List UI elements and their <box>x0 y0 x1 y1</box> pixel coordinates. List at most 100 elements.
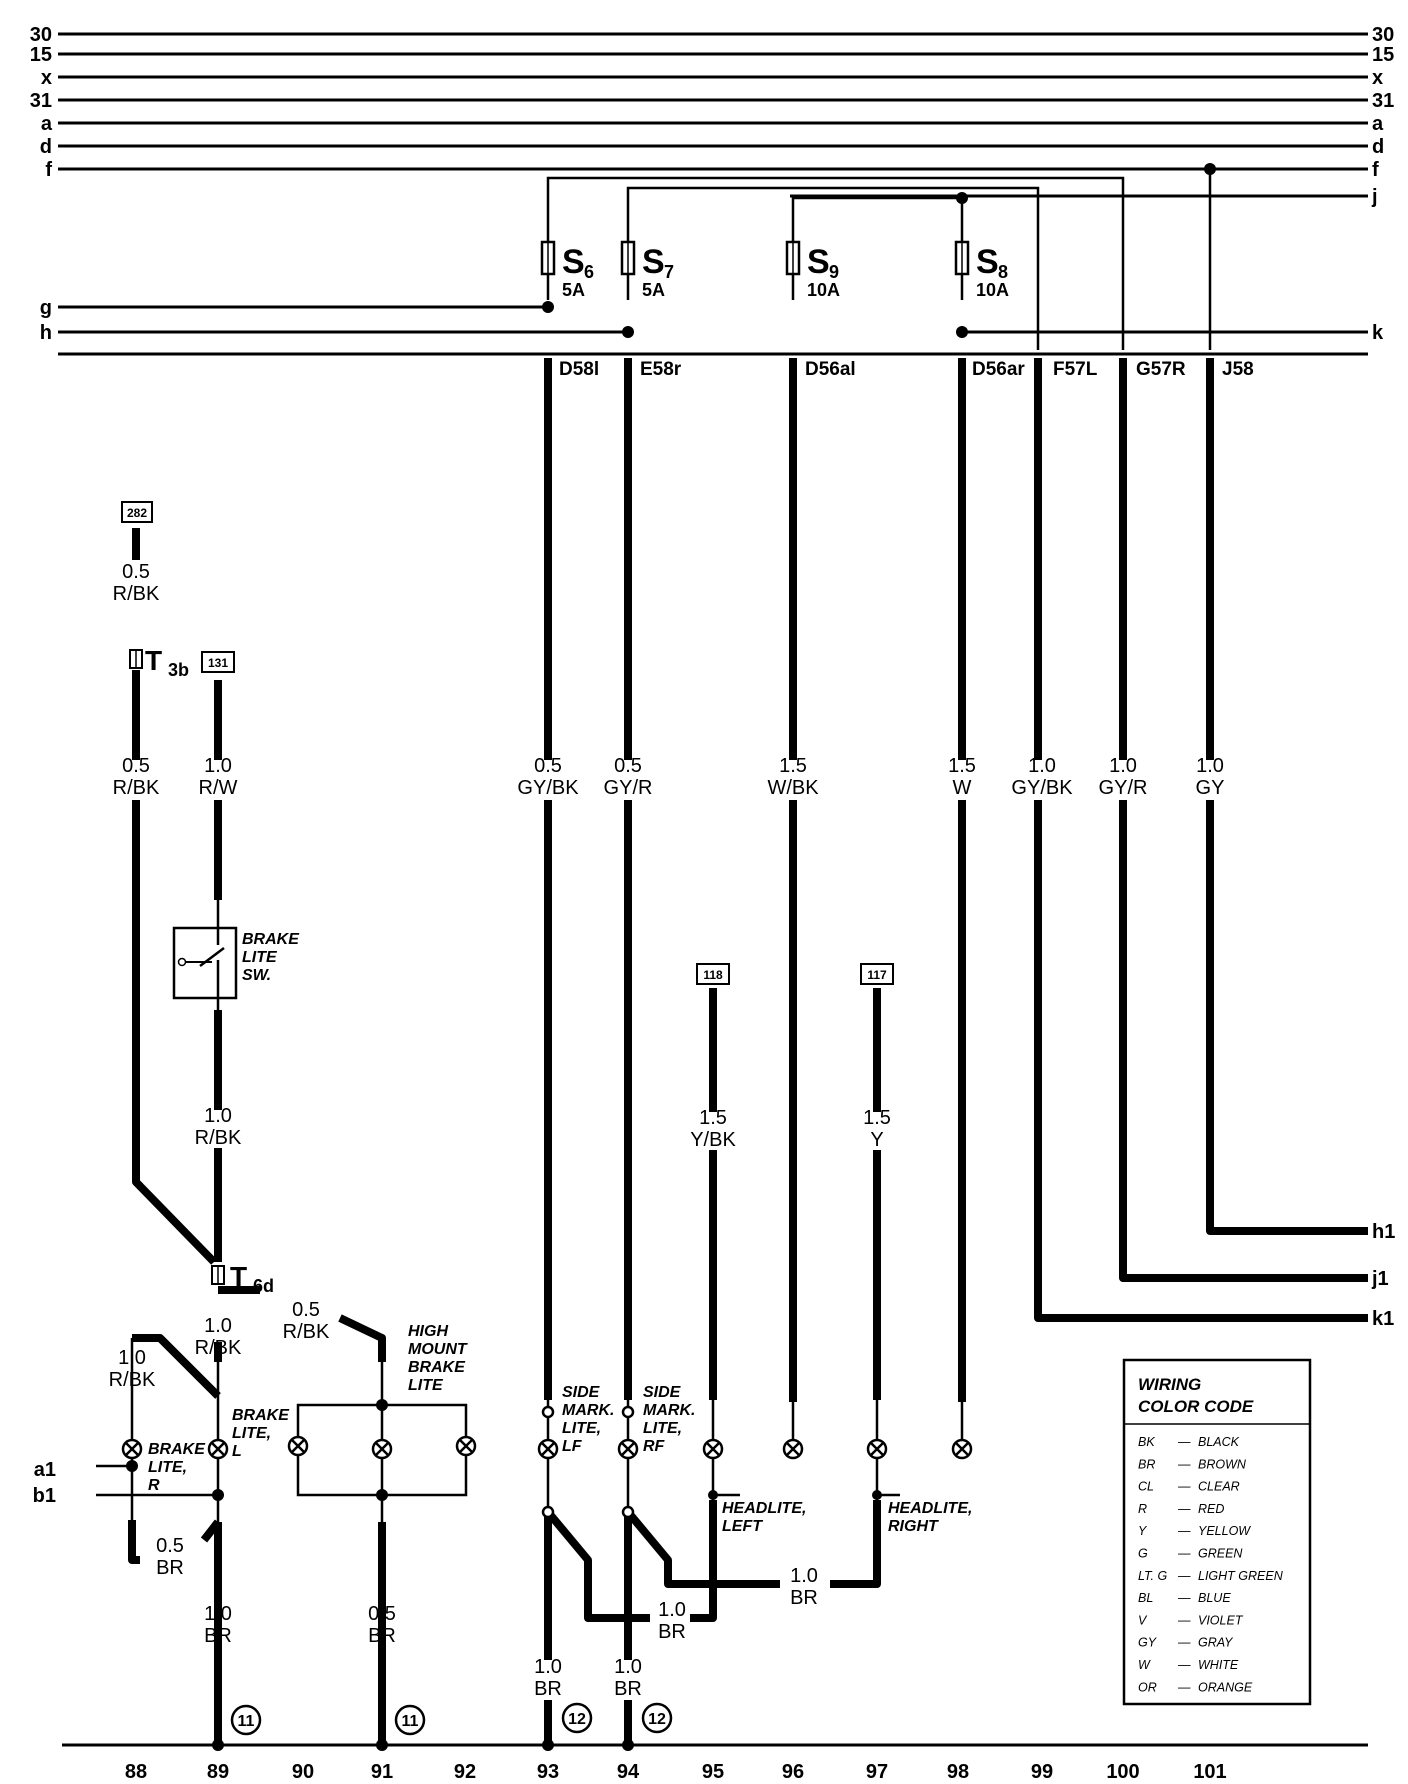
svg-text:1.0: 1.0 <box>204 1105 232 1127</box>
thin-wires <box>96 1338 964 1522</box>
svg-text:Y: Y <box>870 1129 883 1151</box>
junction-dot <box>212 1489 224 1501</box>
label-h: h <box>40 322 52 344</box>
position-number: 97 <box>866 1761 888 1783</box>
junction-dot <box>542 1739 554 1751</box>
svg-text:12: 12 <box>648 1711 666 1728</box>
ground-marker-12: 12 <box>641 1702 673 1734</box>
svg-text:GY: GY <box>1196 777 1225 799</box>
ground-marker-11: 11 <box>230 1704 262 1736</box>
component-labels: HIGH MOUNT BRAKE LITE BRAKE LITE, L BRAK… <box>148 1323 972 1535</box>
svg-text:BRAKE: BRAKE <box>242 931 300 948</box>
bus-label-right: 15 <box>1372 44 1394 66</box>
legend-row: LT. G—LIGHT GREEN <box>1138 1569 1284 1583</box>
bus-label-right: d <box>1372 136 1384 158</box>
terminal-label: D56ar <box>972 359 1025 380</box>
svg-text:WIRING: WIRING <box>1138 1375 1201 1394</box>
thick-wires <box>128 358 1368 1745</box>
legend-name: BLACK <box>1198 1435 1240 1449</box>
ref-box-118: 118 <box>696 963 730 985</box>
svg-text:R/BK: R/BK <box>283 1321 330 1343</box>
legend-code: W <box>1138 1658 1151 1672</box>
lamp-icon <box>617 1438 639 1460</box>
terminal-label: J58 <box>1222 359 1254 380</box>
terminal-labels: D58l E58r D56al D56ar F57L G57R J58 <box>559 359 1254 380</box>
svg-text:MARK.: MARK. <box>643 1402 695 1419</box>
svg-text:5A: 5A <box>642 280 665 300</box>
legend-dash: — <box>1177 1680 1191 1694</box>
ref-box-117: 117 <box>860 963 894 985</box>
legend-dash: — <box>1177 1658 1191 1672</box>
junction-dot <box>376 1739 388 1751</box>
svg-text:1.0: 1.0 <box>118 1347 146 1369</box>
svg-text:LITE,: LITE, <box>562 1420 601 1437</box>
lamp-icon <box>951 1438 973 1460</box>
svg-text:BR: BR <box>790 1587 818 1609</box>
svg-text:1.0: 1.0 <box>204 1603 232 1625</box>
legend-dash: — <box>1177 1591 1191 1605</box>
label-a1: a1 <box>34 1459 56 1481</box>
svg-text:BR: BR <box>614 1678 642 1700</box>
label-k: k <box>1372 322 1384 344</box>
lamp-icon <box>537 1438 559 1460</box>
bus-label-left: 30 <box>30 24 52 46</box>
bus-label-right: 31 <box>1372 90 1394 112</box>
svg-text:1.5: 1.5 <box>948 755 976 777</box>
junction-dot <box>376 1399 388 1411</box>
svg-text:R: R <box>148 1477 160 1494</box>
svg-text:BR: BR <box>368 1625 396 1647</box>
legend-dash: — <box>1177 1613 1191 1627</box>
legend-code: LT. G <box>1138 1569 1167 1583</box>
connector-t6d: T 6d <box>211 1261 274 1296</box>
lamp-icon <box>121 1438 143 1460</box>
svg-text:118: 118 <box>703 968 723 982</box>
svg-text:LF: LF <box>562 1438 583 1455</box>
svg-text:6d: 6d <box>253 1276 274 1296</box>
legend-name: ORANGE <box>1198 1680 1253 1694</box>
label-high-mount: HIGH MOUNT BRAKE LITE <box>408 1323 468 1394</box>
legend-code: G <box>1138 1547 1148 1561</box>
open-junction <box>621 1505 635 1519</box>
svg-text:11: 11 <box>238 1713 255 1730</box>
svg-text:LITE,: LITE, <box>232 1425 271 1442</box>
svg-text:0.5: 0.5 <box>292 1299 320 1321</box>
bus-right-labels: 30 15 x 31 a d f j k h1 j1 k1 <box>1371 24 1395 1330</box>
svg-text:COLOR CODE: COLOR CODE <box>1138 1397 1254 1416</box>
legend-row: W—WHITE <box>1138 1658 1239 1672</box>
position-number: 101 <box>1193 1761 1226 1783</box>
label-h1: h1 <box>1372 1221 1395 1243</box>
svg-text:HIGH: HIGH <box>408 1323 448 1340</box>
position-number: 98 <box>947 1761 969 1783</box>
svg-text:0.5: 0.5 <box>156 1535 184 1557</box>
lamp-icon <box>287 1435 309 1457</box>
wire-brake-l-gnd <box>200 1519 222 1543</box>
ground-marker-12: 12 <box>561 1702 593 1734</box>
legend-code: BK <box>1138 1435 1155 1449</box>
svg-text:BRAKE: BRAKE <box>232 1407 290 1424</box>
legend-dash: — <box>1177 1547 1191 1561</box>
junction-dot <box>126 1460 138 1472</box>
legend-code: OR <box>1138 1680 1157 1694</box>
svg-text:BR: BR <box>204 1625 232 1647</box>
wire-99 <box>1034 800 1368 1322</box>
legend-dash: — <box>1177 1636 1191 1650</box>
lamp-icon <box>207 1438 229 1460</box>
svg-text:7: 7 <box>664 262 674 282</box>
svg-text:1.5: 1.5 <box>863 1107 891 1129</box>
bus-label-left: 31 <box>30 90 52 112</box>
svg-text:1.0: 1.0 <box>534 1656 562 1678</box>
svg-text:T: T <box>230 1261 247 1292</box>
label-k1: k1 <box>1372 1308 1394 1330</box>
svg-text:HEADLITE,: HEADLITE, <box>888 1500 972 1517</box>
legend-row: GY—GRAY <box>1138 1636 1234 1650</box>
legend-code: Y <box>1138 1524 1148 1538</box>
lower-junctions <box>126 1399 882 1751</box>
svg-text:12: 12 <box>568 1711 586 1728</box>
brake-lite-switch: BRAKE LITE SW. <box>172 900 300 1010</box>
svg-text:HEADLITE,: HEADLITE, <box>722 1500 806 1517</box>
label-j: j <box>1371 186 1378 208</box>
ground-markers: 11 11 12 12 <box>230 1702 673 1736</box>
svg-text:8: 8 <box>998 262 1008 282</box>
svg-text:R/W: R/W <box>199 777 238 799</box>
svg-text:1.0: 1.0 <box>1109 755 1137 777</box>
